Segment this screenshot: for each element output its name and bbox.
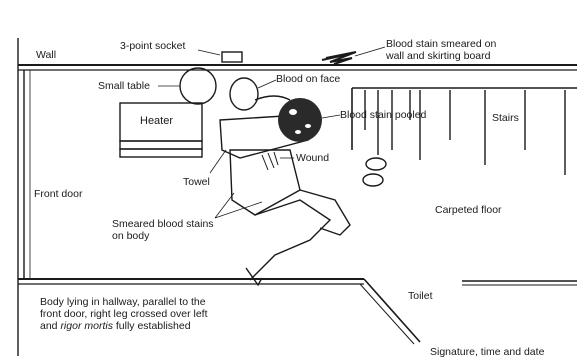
blood-wall-label-line-1: Blood stain smeared on xyxy=(386,38,556,50)
blood-wall-label-line-2: wall and skirting board xyxy=(386,50,556,62)
towel-pointer xyxy=(210,150,226,173)
blood-wall-label: Blood stain smeared on wall and skirting… xyxy=(386,38,556,62)
smeared-blood-label: Smeared blood stains on body xyxy=(112,218,252,242)
body-left-leg xyxy=(300,190,350,235)
body-torso xyxy=(230,150,300,215)
wall-label: Wall xyxy=(36,49,56,61)
blood-pooled-label: Blood stain pooled xyxy=(340,109,426,121)
socket-label: 3-point socket xyxy=(120,40,185,52)
body-head xyxy=(230,78,258,110)
face-pointer xyxy=(258,80,276,88)
caption-line-1: Body lying in hallway, parallel to the xyxy=(40,296,330,308)
pooled-blood xyxy=(278,98,322,142)
socket-pointer xyxy=(198,50,220,55)
caption-line-2: front door, right leg crossed over left xyxy=(40,308,330,320)
caption-line-3-a: and xyxy=(40,320,60,332)
heater-label: Heater xyxy=(140,115,173,127)
toilet-label: Toilet xyxy=(408,290,433,302)
carpeted-floor-label: Carpeted floor xyxy=(435,204,502,216)
caption-line-3: and rigor mortis fully established xyxy=(40,320,330,332)
pool-pointer xyxy=(322,115,340,118)
heater-base xyxy=(120,141,202,149)
caption-rigor-mortis: rigor mortis xyxy=(60,320,113,332)
toilet-door-diagonal xyxy=(364,279,420,342)
stairs-label: Stairs xyxy=(492,112,519,124)
wound-label: Wound xyxy=(296,152,329,164)
smeared-blood-label-line-1: Smeared blood stains xyxy=(112,218,252,230)
wall-blood-scribble xyxy=(322,52,356,64)
towel-label: Towel xyxy=(183,176,210,188)
slipper-2 xyxy=(363,174,383,186)
wall-blood-pointer xyxy=(355,47,385,56)
heater-base-2 xyxy=(120,149,202,157)
signature-label: Signature, time and date xyxy=(430,346,544,358)
body-right-leg xyxy=(250,200,330,280)
slipper-1 xyxy=(366,158,386,170)
small-table-label: Small table xyxy=(98,80,150,92)
small-table-shape xyxy=(180,68,216,104)
toilet-door-diagonal-inner xyxy=(360,284,414,344)
smeared-blood-label-line-2: on body xyxy=(112,230,252,242)
wound-mark xyxy=(262,152,278,170)
front-door-label: Front door xyxy=(34,188,82,200)
caption: Body lying in hallway, parallel to the f… xyxy=(40,296,330,332)
body-arm xyxy=(255,96,290,100)
socket-shape xyxy=(222,52,242,62)
smear-pointer-1 xyxy=(215,193,234,218)
caption-line-3-c: fully established xyxy=(113,320,191,332)
blood-face-label: Blood on face xyxy=(276,73,340,85)
